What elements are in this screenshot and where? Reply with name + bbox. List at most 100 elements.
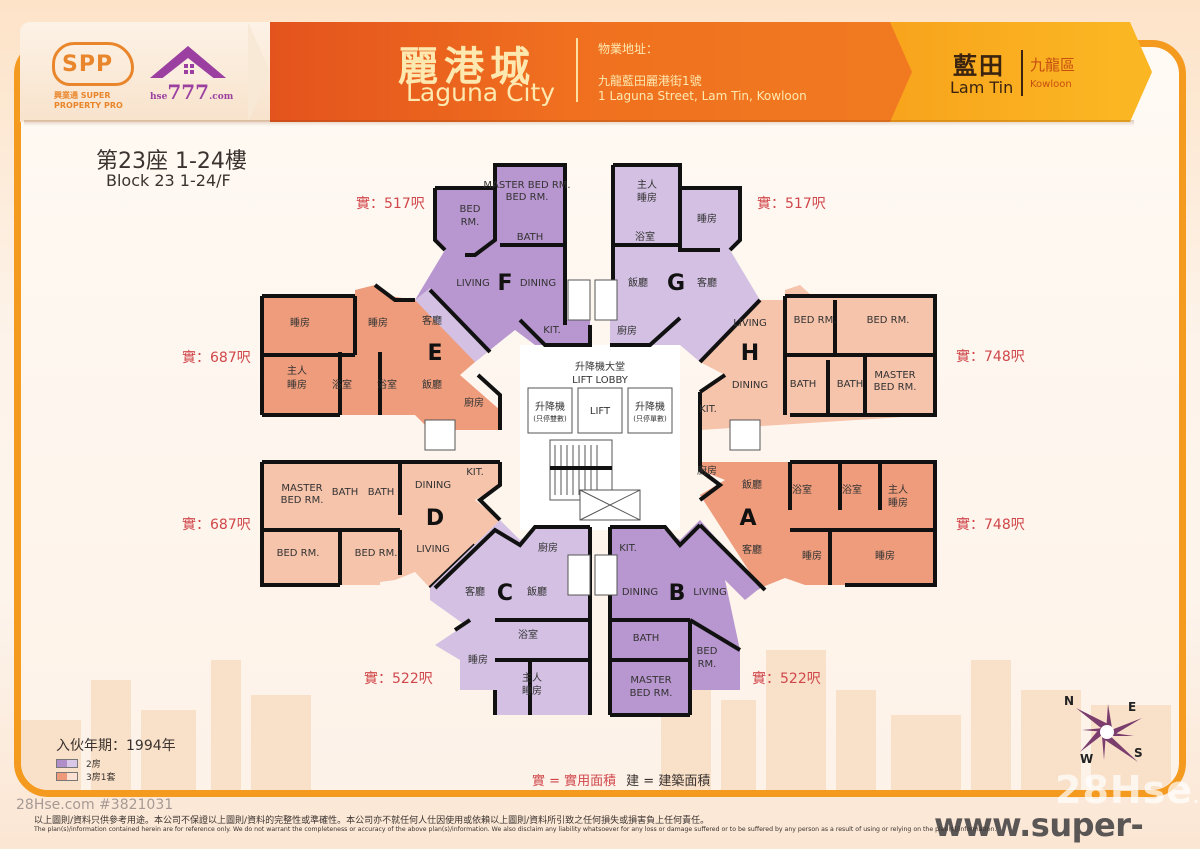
unit-f[interactable]: MASTER BED RM. BED RM. BED RM. BATH LIVI…	[415, 163, 592, 362]
svg-text:MASTER: MASTER	[874, 370, 915, 381]
svg-text:睡房: 睡房	[290, 316, 310, 329]
compass-east: E	[1128, 700, 1137, 714]
area-label-unit-d: 實：687呎	[182, 517, 251, 533]
legend-swatch-purple	[56, 759, 78, 768]
unit-e[interactable]: 睡房 睡房 主人 睡房 浴室 浴室 客廳 E 飯廳 廚房	[260, 283, 502, 430]
cloud-icon	[52, 42, 134, 86]
address-label: 物業地址：	[598, 42, 659, 56]
svg-text:RM.: RM.	[461, 217, 480, 228]
listing-id-watermark: 28Hse.com #3821031	[16, 797, 174, 813]
building-core: 升降機大堂 LIFT LOBBY 升降機 (只停雙數) LIFT 升降機 (只停…	[520, 345, 680, 530]
header-shadow	[24, 120, 1134, 126]
svg-text:BED RM.: BED RM.	[506, 192, 549, 203]
legend-label: 2房	[86, 760, 101, 770]
spp-logo-text: SPP	[62, 52, 114, 77]
svg-text:主人: 主人	[888, 484, 908, 496]
hse777-logo: hse777.com	[146, 42, 234, 104]
region-en: Kowloon	[1030, 79, 1072, 90]
header-divider	[576, 38, 578, 102]
svg-text:浴室: 浴室	[377, 378, 397, 391]
svg-text:飯廳: 飯廳	[628, 276, 648, 289]
estate-name-zh: 麗港城	[398, 44, 536, 90]
svg-text:BED RM.: BED RM.	[277, 548, 320, 559]
header-district-arrow	[1130, 22, 1152, 122]
district-en: Lam Tin	[950, 78, 1014, 97]
key-saleable: 實 = 實用面積	[532, 774, 617, 789]
estate-name-en: Laguna City	[406, 78, 556, 107]
unit-c[interactable]: 廚房 客廳 C 飯廳 浴室 睡房 主人 睡房	[430, 520, 592, 715]
area-label-unit-e: 實：687呎	[182, 350, 251, 366]
unit-h[interactable]: LIVING H DINING BED RM. BED RM. BATH BAT…	[698, 285, 937, 430]
legend-item-2room: 2房	[56, 757, 101, 770]
compass-west: W	[1080, 752, 1094, 766]
disclaimer-en: The plan(s)/information contained herein…	[34, 826, 997, 833]
district-divider	[1021, 50, 1023, 96]
svg-text:飯廳: 飯廳	[422, 378, 442, 391]
svg-text:浴室: 浴室	[635, 230, 655, 243]
svg-text:睡房: 睡房	[287, 378, 307, 391]
svg-text:主人: 主人	[637, 179, 657, 191]
svg-text:BATH: BATH	[837, 379, 864, 390]
svg-text:DINING: DINING	[732, 380, 768, 391]
svg-text:A: A	[739, 506, 756, 531]
svg-text:D: D	[426, 506, 444, 531]
unit-a[interactable]: 廚房 飯廳 浴室 浴室 主人 睡房 A 客廳 睡房 睡房	[697, 430, 937, 590]
svg-text:主人: 主人	[522, 672, 542, 684]
website-url[interactable]: www.super-pp.com	[934, 806, 1144, 849]
svg-text:BED: BED	[697, 646, 718, 657]
intake-year: 入伙年期：1994年	[56, 738, 176, 754]
svg-text:升降機: 升降機	[635, 400, 665, 413]
compass-rose-icon	[1076, 704, 1142, 762]
svg-text:(只停雙數): (只停雙數)	[533, 414, 567, 423]
svg-text:MASTER BED RM.: MASTER BED RM.	[483, 180, 570, 191]
svg-text:BED RM.: BED RM.	[281, 495, 324, 506]
svg-text:B: B	[669, 581, 686, 606]
unit-b[interactable]: KIT. DINING B LIVING BATH BED RM. MASTER…	[608, 520, 767, 717]
svg-text:飯廳: 飯廳	[527, 585, 547, 598]
svg-text:客廳: 客廳	[422, 314, 442, 327]
svg-text:廚房: 廚房	[464, 396, 484, 409]
block-title-zh: 第23座 1-24樓	[96, 149, 247, 174]
disclaimer-zh: 以上圖則/資料只供參考用途。本公司不保證以上圖則/資料的完整性或準確性。本公司亦…	[34, 816, 710, 826]
svg-text:BED: BED	[460, 204, 481, 215]
svg-text:睡房: 睡房	[368, 316, 388, 329]
hse777-logo-text: hse777.com	[150, 80, 234, 104]
svg-text:客廳: 客廳	[742, 543, 762, 556]
unit-d[interactable]: MASTER BED RM. BATH BATH DINING KIT. BED…	[260, 460, 502, 590]
svg-text:睡房: 睡房	[637, 191, 657, 204]
svg-text:G: G	[667, 271, 685, 296]
svg-text:BED RM.: BED RM.	[794, 315, 837, 326]
svg-text:BATH: BATH	[517, 232, 544, 243]
svg-text:DINING: DINING	[520, 278, 556, 289]
28hse-watermark: 28Hse.com	[1055, 768, 1200, 812]
svg-text:MASTER: MASTER	[281, 483, 322, 494]
header-district-notch	[890, 22, 912, 122]
svg-text:睡房: 睡房	[522, 684, 542, 697]
area-label-unit-g: 實：517呎	[757, 196, 826, 212]
svg-text:浴室: 浴室	[332, 378, 352, 391]
svg-text:浴室: 浴室	[518, 628, 538, 641]
svg-text:廚房: 廚房	[617, 324, 637, 337]
svg-text:客廳: 客廳	[697, 276, 717, 289]
area-label-unit-f: 實：517呎	[356, 196, 425, 212]
svg-text:浴室: 浴室	[792, 483, 812, 496]
svg-text:MASTER: MASTER	[630, 675, 671, 686]
stairs	[424, 279, 761, 596]
svg-text:LIVING: LIVING	[416, 544, 450, 555]
svg-text:C: C	[497, 581, 513, 606]
svg-text:升降機: 升降機	[535, 400, 565, 413]
unit-g[interactable]: 主人 睡房 睡房 浴室 飯廳 G 客廳 廚房	[610, 163, 760, 362]
legend-item-3room: 3房1套	[56, 770, 115, 783]
svg-text:BATH: BATH	[790, 379, 817, 390]
svg-text:睡房: 睡房	[888, 496, 908, 509]
compass: N E S W	[1060, 690, 1160, 780]
svg-text:睡房: 睡房	[697, 212, 717, 225]
header-logo-arrow	[248, 22, 270, 122]
svg-text:BATH: BATH	[633, 633, 660, 644]
svg-text:BED RM.: BED RM.	[355, 548, 398, 559]
svg-text:客廳: 客廳	[465, 585, 485, 598]
area-label-unit-a: 實：748呎	[956, 517, 1025, 533]
district-zh: 藍田	[953, 52, 1005, 80]
area-key: 實 = 實用面積建 = 建築面積	[532, 770, 710, 789]
address-zh: 九龍藍田麗港街1號	[598, 74, 702, 88]
